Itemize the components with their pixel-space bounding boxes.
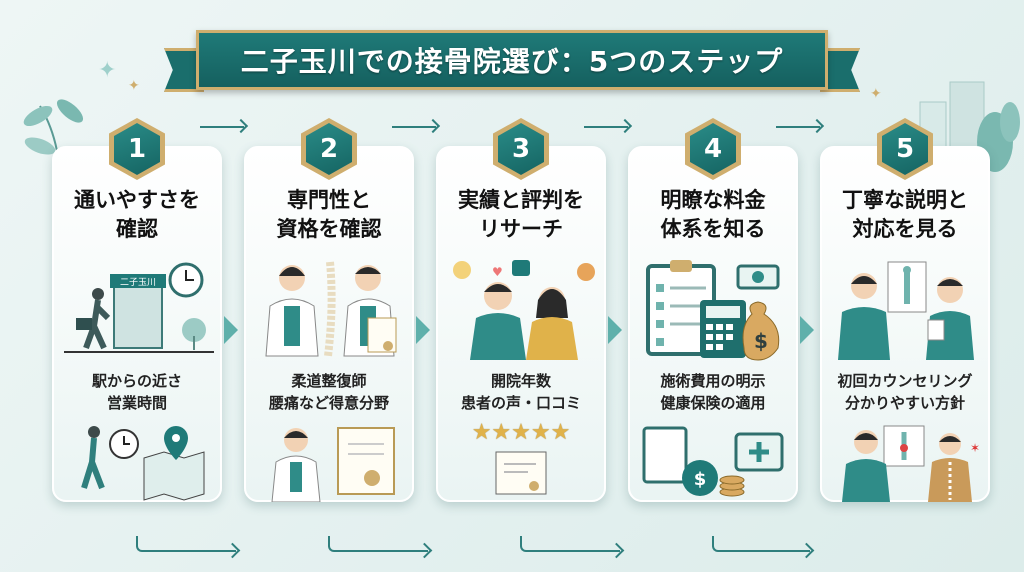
step-badge: 2 — [301, 118, 357, 180]
svg-text:$: $ — [694, 469, 707, 490]
flow-arrow — [584, 126, 628, 128]
sparkle-icon: ✦ — [870, 86, 882, 102]
svg-text:二子玉川: 二子玉川 — [120, 277, 156, 288]
next-chevron-icon — [800, 316, 814, 344]
consultation-spine-icon: ✶ — [842, 425, 980, 502]
flow-arrow — [392, 126, 436, 128]
doctors-spine-certificate-icon — [265, 261, 397, 357]
step-criteria: 開院年数患者の声・口コミ — [460, 372, 581, 412]
step-criteria: 柔道整復師腰痛など得意分野 — [268, 372, 389, 412]
five-star-rating-icon: ★★★★★ — [471, 420, 571, 445]
review-scroll-icon — [495, 451, 547, 495]
step-criteria: 駅からの近さ営業時間 — [91, 372, 182, 412]
step-card-2: 2 専門性と資格を確認 柔道整復師腰痛など得意分野 — [244, 118, 414, 502]
flow-arrow — [328, 536, 428, 552]
page-title: 二子玉川での接骨院選び：5つのステップ — [240, 45, 784, 78]
step-badge: 1 — [109, 118, 165, 180]
sparkle-icon: ✦ — [128, 78, 140, 94]
flow-arrow — [776, 126, 820, 128]
flow-arrow — [200, 126, 244, 128]
practitioner-explaining-icon — [838, 261, 974, 360]
clipboard-coins-medkit-icon: $ — [642, 426, 784, 497]
svg-text:$: $ — [754, 329, 768, 353]
svg-text:✶: ✶ — [970, 441, 980, 455]
step-card-4: 4 明瞭な料金体系を知る $ 施術費用の明示健康保険の適用 $ — [628, 118, 798, 502]
leaf-decoration-icon — [23, 99, 84, 176]
step-title: 通いやすさを確認 — [74, 188, 200, 241]
next-chevron-icon — [224, 316, 238, 344]
step-card-1: 1 通いやすさを確認 二子玉川 駅からの近さ営業時間 — [52, 118, 222, 502]
clipboard-calculator-moneybag-icon: $ — [646, 260, 780, 361]
step-title: 実績と評判をリサーチ — [458, 188, 584, 241]
step-criteria: 施術費用の明示健康保険の適用 — [660, 372, 766, 412]
next-chevron-icon — [416, 316, 430, 344]
step-card-5: 5 丁寧な説明と対応を見る 初回カウンセリング分かりやすい方針 ✶ — [820, 118, 990, 502]
flow-arrow — [520, 536, 620, 552]
title-banner: 二子玉川での接骨院選び：5つのステップ — [196, 30, 828, 90]
doctor-diploma-icon — [271, 427, 395, 502]
flow-arrow — [136, 536, 236, 552]
flow-arrow — [712, 536, 810, 552]
svg-text:♥: ♥ — [492, 265, 503, 279]
sparkle-icon: ✦ — [98, 58, 117, 83]
step-badge: 4 — [685, 118, 741, 180]
step-badge: 3 — [493, 118, 549, 180]
station-walk-clock-icon: 二子玉川 — [64, 262, 214, 353]
next-chevron-icon — [608, 316, 622, 344]
happy-patients-likes-icon: ♥ — [453, 260, 595, 360]
step-criteria: 初回カウンセリング分かりやすい方針 — [837, 372, 973, 412]
step-title: 丁寧な説明と対応を見る — [842, 188, 968, 241]
step-title: 専門性と資格を確認 — [276, 188, 382, 241]
step-card-3: 3 実績と評判をリサーチ ♥ 開院年数患者の声・口コミ ★★★★★ — [436, 118, 606, 502]
step-title: 明瞭な料金体系を知る — [660, 188, 766, 241]
map-location-pin-icon — [81, 426, 205, 501]
